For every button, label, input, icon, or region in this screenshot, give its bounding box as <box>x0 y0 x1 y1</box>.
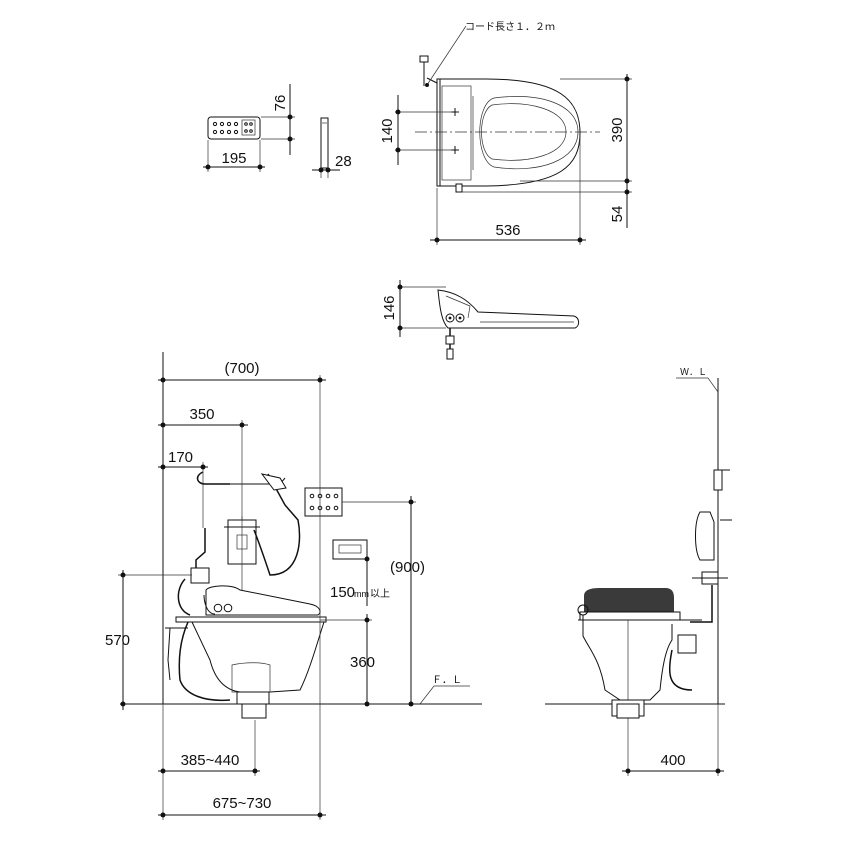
seat-width-label: 390 <box>609 117 626 142</box>
remote-control-top-view <box>207 116 261 140</box>
water-level-label: Ｗ．Ｌ <box>680 367 707 377</box>
min-clearance-unit: mm <box>354 589 369 599</box>
cord-length-note: コード長さ１．２ｍ <box>465 21 555 33</box>
wall-to-drain-dimension: 385~440 <box>158 704 260 820</box>
remote-height-floor-dimension: (900) <box>342 496 425 707</box>
remote-height-floor-label: (900) <box>390 559 425 576</box>
wall-to-front-label: 675~730 <box>213 795 272 812</box>
seat-side-view <box>437 289 580 360</box>
side-width-label: 400 <box>660 752 685 769</box>
floor-to-paper-label: 360 <box>350 654 375 671</box>
min-clearance-note: 以上 <box>370 588 390 600</box>
side-width-dimension: 400 <box>622 704 724 776</box>
wall-to-remote-dimension: (700) <box>158 360 326 704</box>
seat-height-label: 146 <box>381 295 398 320</box>
floor-to-seat-dimension: 570 <box>105 570 192 710</box>
wall-to-shower-dimension: 350 <box>158 406 248 520</box>
min-clearance-value: 150 <box>330 584 355 601</box>
wall-to-hanger-dimension: 170 <box>158 449 208 528</box>
wall-to-front-dimension: 675~730 <box>158 704 326 820</box>
installation-rear-view: Ｗ．Ｌ <box>545 367 732 776</box>
floor-level-marker: Ｆ．Ｌ <box>419 675 470 705</box>
remote-width-dimension: 195 <box>203 140 265 172</box>
seat-height-dimension: 146 <box>381 280 446 337</box>
min-clearance-dimension: 150 mm 以上 <box>330 556 390 606</box>
seat-width-dimension: 390 54 <box>462 74 632 228</box>
installation-side-view <box>120 352 482 719</box>
remote-height-dimension: 76 <box>261 84 295 155</box>
floor-to-seat-label: 570 <box>105 632 130 649</box>
remote-depth-label: 28 <box>335 153 352 170</box>
floor-level-label: Ｆ．Ｌ <box>432 675 462 686</box>
seat-top-view: コード長さ１．２ｍ <box>415 21 600 193</box>
seat-length-label: 536 <box>495 222 520 239</box>
wall-to-shower-label: 350 <box>189 406 214 423</box>
wall-to-drain-label: 385~440 <box>181 752 240 769</box>
remote-width-label: 195 <box>221 150 246 167</box>
wall-to-hanger-label: 170 <box>168 449 193 466</box>
floor-to-paper-dimension: 360 <box>320 614 375 707</box>
seat-bolt-pitch-label: 140 <box>379 118 396 143</box>
wall-to-remote-label: (700) <box>224 360 259 377</box>
seat-rear-label: 54 <box>609 206 626 223</box>
remote-control-side-view: 28 <box>312 117 352 178</box>
remote-height-label: 76 <box>272 95 289 112</box>
seat-bolt-pitch-dimension: 140 <box>379 95 452 165</box>
seat-length-dimension: 536 <box>430 135 586 245</box>
